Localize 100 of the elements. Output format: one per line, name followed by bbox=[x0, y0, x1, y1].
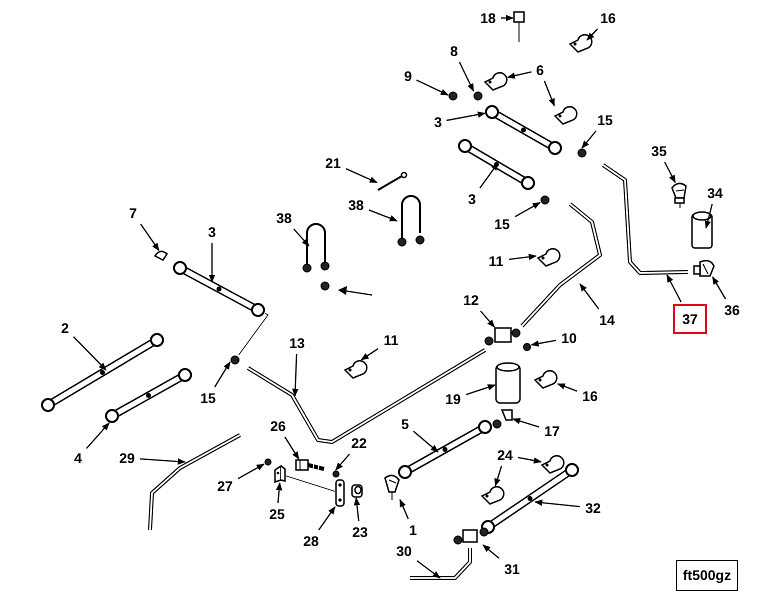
hose-drawing bbox=[458, 139, 535, 190]
hose-drawing bbox=[398, 420, 492, 479]
leader-arrow bbox=[466, 384, 496, 396]
assembly-line bbox=[238, 313, 269, 356]
callout-number: 29 bbox=[116, 449, 138, 467]
callout-number: 11 bbox=[380, 331, 402, 349]
leader-arrow bbox=[544, 80, 555, 107]
tube-drawing bbox=[148, 433, 241, 530]
cap-drawing bbox=[523, 343, 531, 351]
bracket-drawing bbox=[274, 464, 286, 484]
tee-fitting-drawing bbox=[454, 528, 488, 544]
callout-number: 24 bbox=[494, 446, 516, 464]
tee-fitting-drawing bbox=[578, 148, 586, 158]
callout-number: 14 bbox=[596, 311, 618, 329]
leader-arrow bbox=[704, 204, 713, 229]
callout-number: 21 bbox=[322, 154, 344, 172]
leader-arrow bbox=[293, 228, 310, 247]
callout-number: 18 bbox=[477, 9, 499, 27]
tube-drawing bbox=[410, 548, 472, 580]
leader-arrow bbox=[238, 464, 265, 480]
leader-arrow bbox=[276, 482, 282, 504]
leader-arrow bbox=[514, 202, 541, 218]
leader-arrow bbox=[86, 422, 110, 449]
callout-number: 38 bbox=[273, 209, 295, 227]
washer-drawing bbox=[332, 470, 340, 478]
callout-number: 35 bbox=[648, 142, 670, 160]
elbow-fitting-drawing bbox=[671, 182, 687, 208]
callout-number: 10 bbox=[558, 329, 580, 347]
tube-drawing bbox=[520, 202, 602, 328]
callout-number: 27 bbox=[214, 477, 236, 495]
leader-arrow bbox=[208, 243, 216, 283]
callout-number: 3 bbox=[206, 223, 218, 241]
leader-arrow bbox=[292, 354, 298, 397]
leader-arrow bbox=[335, 454, 350, 471]
callout-number: 15 bbox=[197, 389, 219, 407]
hose-drawing bbox=[485, 105, 562, 155]
leader-arrow bbox=[368, 209, 398, 222]
clamp-drawing bbox=[541, 455, 564, 474]
leader-arrow bbox=[664, 162, 676, 184]
hose-drawing bbox=[41, 333, 164, 412]
nut-drawing bbox=[351, 484, 363, 498]
leader-arrow bbox=[413, 430, 439, 453]
callout-number: 6 bbox=[534, 61, 546, 79]
leader-arrow bbox=[354, 497, 360, 522]
plate-drawing bbox=[335, 479, 345, 507]
leader-arrow bbox=[712, 276, 726, 300]
bolt-drawing bbox=[295, 459, 324, 472]
leader-arrow bbox=[508, 254, 537, 260]
leader-arrow bbox=[479, 162, 499, 188]
tee-fitting-drawing bbox=[540, 196, 550, 204]
callout-number: 26 bbox=[267, 417, 289, 435]
callout-number: 17 bbox=[541, 422, 563, 440]
callout-number: 23 bbox=[349, 523, 371, 541]
callout-number: 28 bbox=[300, 532, 322, 550]
callout-number: 11 bbox=[485, 252, 507, 270]
cap-drawing bbox=[154, 250, 168, 261]
elbow-fitting-drawing bbox=[492, 409, 513, 428]
leader-arrow bbox=[579, 283, 600, 310]
hose-drawing bbox=[481, 463, 579, 534]
leader-arrow bbox=[446, 111, 486, 122]
leader-arrow bbox=[480, 310, 495, 328]
clamp-drawing bbox=[569, 34, 592, 53]
callout-number: 13 bbox=[286, 334, 308, 352]
u-tube-drawing bbox=[302, 223, 330, 272]
assembly-line bbox=[286, 476, 336, 492]
clamp-drawing bbox=[534, 370, 558, 389]
callout-number: 38 bbox=[345, 196, 367, 214]
callout-number: 36 bbox=[721, 301, 743, 319]
leader-arrow bbox=[534, 500, 580, 508]
callout-number: 32 bbox=[582, 499, 604, 517]
callout-number: 30 bbox=[393, 542, 415, 560]
callout-number: 1 bbox=[406, 521, 420, 539]
filter-drawing bbox=[691, 211, 713, 249]
leader-arrow bbox=[666, 274, 682, 302]
leader-arrow bbox=[284, 436, 300, 460]
callout-number: 2 bbox=[58, 319, 72, 337]
leader-arrow bbox=[586, 28, 598, 41]
leader-arrow bbox=[458, 62, 474, 92]
leader-arrow bbox=[482, 544, 500, 559]
leader-arrow bbox=[582, 130, 596, 149]
leader-arrow bbox=[518, 456, 542, 464]
leader-arrow bbox=[318, 506, 336, 530]
leader-arrow bbox=[360, 348, 378, 360]
fitting-drawing bbox=[474, 92, 482, 100]
callout-number: 22 bbox=[348, 434, 370, 452]
leader-arrow bbox=[399, 498, 409, 520]
rod-drawing bbox=[378, 172, 408, 191]
callout-number: 31 bbox=[501, 560, 523, 578]
elbow-fitting-drawing bbox=[384, 474, 400, 500]
callout-number: 4 bbox=[72, 449, 84, 467]
callout-number: 34 bbox=[704, 184, 726, 202]
clamp-drawing bbox=[484, 72, 508, 91]
fitting-drawing bbox=[448, 92, 458, 100]
filter-drawing bbox=[495, 362, 521, 404]
callout-number: 19 bbox=[442, 390, 464, 408]
leader-arrow bbox=[512, 418, 540, 428]
leader-arrow bbox=[530, 340, 556, 347]
leader-arrow bbox=[416, 560, 441, 579]
callout-number: 15 bbox=[491, 215, 513, 233]
callout-number: 3 bbox=[432, 113, 444, 131]
